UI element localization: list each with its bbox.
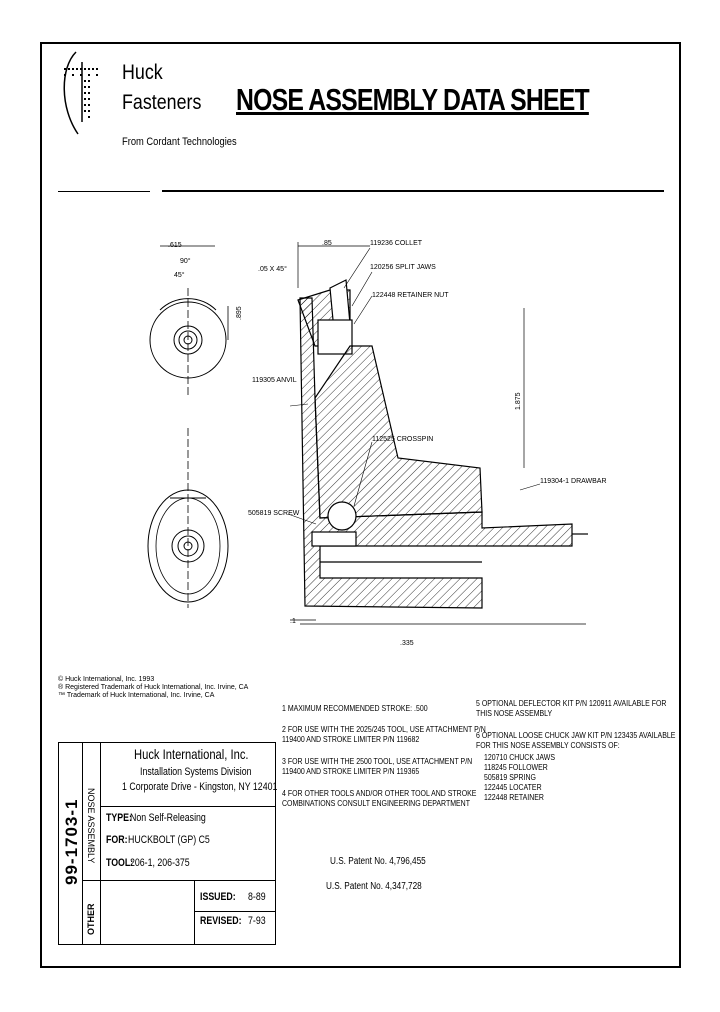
revised-label: REVISED: bbox=[200, 915, 242, 927]
title-block-divider bbox=[100, 742, 101, 945]
parts-list-item: 120710 CHUCK JAWS bbox=[484, 752, 556, 762]
trademark-block: © Huck International, Inc. 1993 ® Regist… bbox=[58, 676, 248, 700]
issued-label: ISSUED: bbox=[200, 891, 236, 903]
patent-1: U.S. Patent No. 4,796,455 bbox=[330, 856, 426, 867]
dim-height: 1.875 bbox=[515, 392, 522, 410]
brand-subtitle: From Cordant Technologies bbox=[122, 136, 237, 148]
callout-screw: 505819 SCREW bbox=[248, 510, 300, 517]
note-6a: 6 OPTIONAL LOOSE CHUCK JAW KIT P/N 12343… bbox=[476, 730, 676, 740]
title-block-divider bbox=[82, 880, 276, 881]
note-3b: 119400 AND STROKE LIMITER P/N 119365 bbox=[282, 766, 420, 776]
callout-jaws: 120256 SPLIT JAWS bbox=[370, 264, 436, 271]
type-value: Non Self-Releasing bbox=[130, 812, 206, 824]
parts-list-item: 505819 SPRING bbox=[484, 772, 536, 782]
division-name: Installation Systems Division bbox=[140, 766, 252, 778]
dim-bottom-len: .335 bbox=[400, 640, 414, 647]
other-label: OTHER bbox=[86, 903, 96, 936]
callout-collet: 119236 COLLET bbox=[370, 240, 423, 247]
sheet-border bbox=[40, 42, 681, 968]
note-1: 1 MAXIMUM RECOMMENDED STROKE: .500 bbox=[282, 703, 428, 713]
note-6b: FOR THIS NOSE ASSEMBLY CONSISTS OF: bbox=[476, 740, 620, 750]
type-label: TYPE: bbox=[106, 812, 132, 824]
note-3a: 3 FOR USE WITH THE 2500 TOOL, USE ATTACH… bbox=[282, 756, 473, 766]
trademark-line: © Huck International, Inc. 1993 bbox=[58, 676, 155, 683]
category-label: NOSE ASSEMBLY bbox=[86, 788, 96, 864]
title-block bbox=[58, 742, 276, 945]
parts-list-item: 122445 LOCATER bbox=[484, 782, 542, 792]
dim-vertical-small: .895 bbox=[236, 306, 243, 320]
divider-short bbox=[58, 191, 150, 192]
title-block-divider bbox=[194, 911, 276, 912]
dim-bottom-left: .1 bbox=[290, 618, 296, 625]
end-view-top bbox=[149, 245, 229, 398]
section-view bbox=[297, 279, 588, 609]
callout-drawbar: 119304-1 DRAWBAR bbox=[540, 478, 607, 485]
tool-value: 206-1, 206-375 bbox=[130, 857, 190, 869]
title-block-divider bbox=[194, 880, 195, 945]
note-4b: COMBINATIONS CONSULT ENGINEERING DEPARTM… bbox=[282, 798, 470, 808]
trademark-line: ™ Trademark of Huck International, Inc. … bbox=[58, 692, 215, 699]
issued-value: 8-89 bbox=[248, 891, 266, 903]
brand-name: Huck bbox=[122, 61, 163, 84]
revised-value: 7-93 bbox=[248, 915, 266, 927]
callout-anvil: 119305 ANVIL bbox=[252, 377, 297, 384]
tool-label: TOOL: bbox=[106, 857, 134, 869]
parts-list-item: 118245 FOLLOWER bbox=[484, 762, 548, 772]
note-2b: 119400 AND STROKE LIMITER P/N 119682 bbox=[282, 734, 420, 744]
company-address: 1 Corporate Drive - Kingston, NY 12401 bbox=[122, 781, 278, 793]
brand-name-line2: Fasteners bbox=[122, 91, 202, 114]
title-block-divider bbox=[82, 742, 83, 945]
note-2a: 2 FOR USE WITH THE 2025/245 TOOL, USE AT… bbox=[282, 724, 486, 734]
callout-crosspin: 112525 CROSSPIN bbox=[372, 436, 434, 443]
page-title: NOSE ASSEMBLY DATA SHEET bbox=[236, 82, 590, 117]
company-name: Huck International, Inc. bbox=[134, 746, 249, 762]
note-5a: 5 OPTIONAL DEFLECTOR KIT P/N 120911 AVAI… bbox=[476, 698, 667, 708]
parts-list: 120710 CHUCK JAWS 118245 FOLLOWER 505819… bbox=[484, 752, 571, 802]
dim-top-left: .615 bbox=[168, 242, 182, 249]
note-5b: THIS NOSE ASSEMBLY bbox=[476, 708, 553, 718]
dim-45: 45° bbox=[174, 272, 185, 279]
divider-long bbox=[162, 190, 664, 192]
for-value: HUCKBOLT (GP) C5 bbox=[128, 834, 210, 846]
end-view-bottom bbox=[147, 428, 229, 608]
huck-logo-icon bbox=[63, 51, 98, 135]
part-number: 99-1703-1 bbox=[62, 798, 81, 885]
title-block-divider bbox=[100, 806, 276, 807]
trademark-line: ® Registered Trademark of Huck Internati… bbox=[58, 684, 249, 691]
dim-offset: .05 X 45° bbox=[258, 266, 287, 273]
for-label: FOR: bbox=[106, 834, 128, 846]
nose-assembly-drawing bbox=[147, 242, 588, 625]
patent-2: U.S. Patent No. 4,347,728 bbox=[326, 881, 422, 892]
note-4a: 4 FOR OTHER TOOLS AND/OR OTHER TOOL AND … bbox=[282, 788, 477, 798]
parts-list-item: 122448 RETAINER bbox=[484, 792, 544, 802]
dim-angle: 90° bbox=[180, 258, 191, 265]
dim-top-mid: .85 bbox=[322, 240, 332, 247]
callout-retainer: 122448 RETAINER NUT bbox=[372, 292, 449, 299]
